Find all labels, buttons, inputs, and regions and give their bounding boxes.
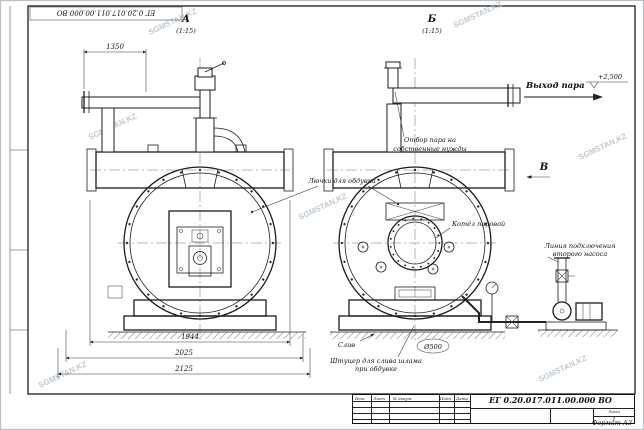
base-a [123,299,277,331]
label-pump-line-1: Линия подключения [543,242,615,250]
upper-drum-b [323,148,515,192]
dim-2025: 2025 [174,349,193,357]
top-piping-a [81,61,246,153]
steam-piping-b [384,61,521,153]
label-own-needs-2: собственные нужды [393,145,467,153]
title-block: Изм. Лист № докум. Подп. Дата ЕГ 0.20.01… [352,394,635,424]
view-a: 1350 1944 2025 2125 [57,43,311,378]
view-v-label: В [539,162,548,173]
leader-sludge [397,325,415,358]
tb-doc-number: ЕГ 0.20.017.011.00.000 ВО [489,395,612,405]
label-pump-line-2: второго насоса [553,250,608,258]
feed-pump-unit [461,257,618,337]
upper-drum-a [86,144,294,192]
label-steam-outlet: Выход пара [525,81,585,91]
view-b-scale: (1:15) [422,27,442,35]
view-b [323,58,521,340]
burner-box [168,210,232,288]
tb-sheet-label: Лист [608,408,620,414]
format-label: Формат А3 [591,419,632,427]
blow-hatch-top [385,202,445,221]
label-elevation: +2,500 [598,73,622,81]
leader-own-needs [394,91,405,138]
label-drain-dia: Ø500 [423,343,442,351]
manhole-b [387,215,443,271]
tb-col-list: Лист [373,396,385,401]
drain-valve [505,315,519,329]
leader-hatches-right [367,185,399,205]
dim-1944: 1944 [181,333,199,341]
pump-suction-pipe [554,257,575,302]
front-fittings-b [357,241,455,275]
mount-pad [107,285,123,299]
ground-b [330,331,505,339]
dim-1350: 1350 [106,43,124,51]
tb-sheet-value: 1 [612,416,616,423]
ground-a [108,331,306,339]
title-block-grid [371,395,372,423]
leader-hatches-left [251,185,319,213]
boiler-shell-a [123,166,277,320]
label-sludge-1: Штуцер для слива шлама [329,357,422,365]
tb-col-doc: № докум. [393,396,413,401]
leader-boiler [435,227,451,239]
leader-pump-line [547,256,559,263]
annotations: Выход пара +2,500 Отбор пара на собствен… [250,73,628,373]
tb-col-date: Дата [456,396,468,401]
drain-pipe [461,295,546,323]
view-a-scale: (1:15) [176,27,196,35]
dim-pipe-top: 1350 [83,43,147,92]
drain-arrow [359,333,375,342]
view-b-label: Б [427,14,437,25]
boiler-shell-b [338,166,492,320]
tb-col-izm: Изм. [355,396,366,401]
label-sludge-2: при обдувке [355,365,397,373]
dim-2125: 2125 [174,365,193,373]
pump-motor [538,301,618,337]
label-drain: Слив [338,341,355,349]
label-blow-hatches: Лючки для обдувки [307,177,376,185]
tb-col-sign: Подп. [440,396,453,401]
label-own-needs-1: Отбор пара на [404,136,456,144]
view-titles: А (1:15) Б (1:15) В [176,14,550,179]
drain-dia-tag [416,338,450,354]
corner-stamp: ЕГ 0.20.017.011.00.000 ВО [29,6,183,21]
view-a-label: А [181,14,190,25]
dims-bottom-a: 1944 2025 2125 [57,200,311,378]
pressure-gauge [485,281,499,322]
label-boiler: Котёл паровой [451,220,505,228]
corner-stamp-text: ЕГ 0.20.017.011.00.000 ВО [56,9,156,17]
